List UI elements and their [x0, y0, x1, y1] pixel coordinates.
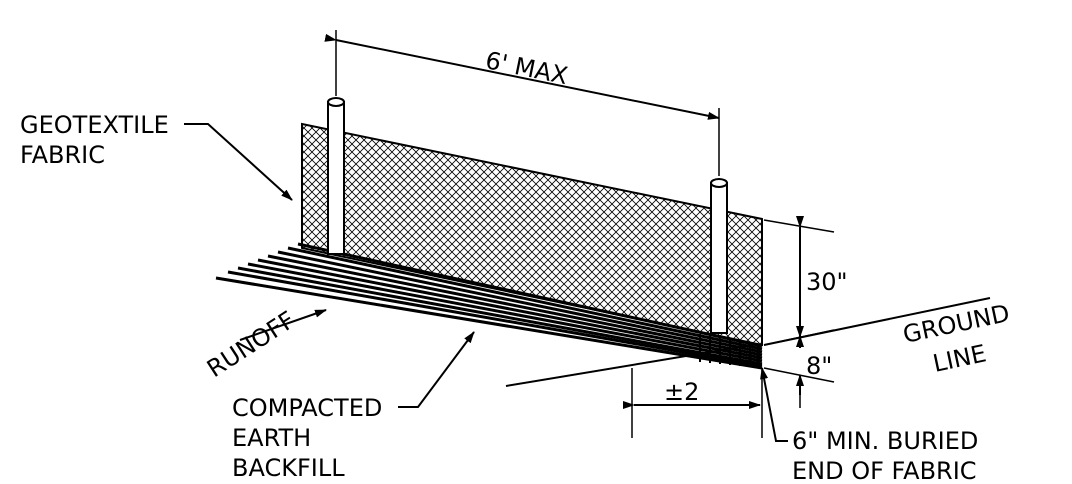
ground-line-label-line2: LINE — [930, 339, 988, 378]
geotextile-label-line1: GEOTEXTILE — [20, 111, 169, 139]
post-spacing-label: 6' MAX — [483, 46, 570, 90]
buried-end-label-line2: END OF FABRIC — [792, 457, 977, 484]
buried-end-label-line1: 6" MIN. BURIED — [792, 427, 978, 455]
trench-width-label: ±2 — [664, 378, 699, 406]
runoff-arrow — [239, 309, 327, 341]
buried-end-leader — [760, 367, 788, 442]
runoff-label: RUNOFF — [202, 306, 300, 383]
backfill-label-line3: BACKFILL — [232, 454, 345, 482]
post-left — [327, 97, 345, 255]
geotextile-leader — [184, 123, 293, 201]
height-label: 30" — [806, 268, 848, 296]
backfill-leader — [398, 331, 475, 408]
geotextile-label-line2: FABRIC — [20, 141, 105, 169]
ground-line-label-line1: GROUND — [900, 299, 1012, 349]
depth-label: 8" — [806, 352, 832, 380]
backfill-label-line1: COMPACTED — [232, 394, 382, 422]
compacted-backfill-hatch — [215, 242, 763, 370]
post-spacing-dimension — [324, 30, 720, 176]
backfill-label-line2: EARTH — [232, 424, 311, 452]
trench-width-dimension — [623, 368, 763, 438]
depth-dimension — [763, 335, 835, 408]
ground-line-left — [505, 343, 759, 387]
post-right — [710, 178, 728, 334]
